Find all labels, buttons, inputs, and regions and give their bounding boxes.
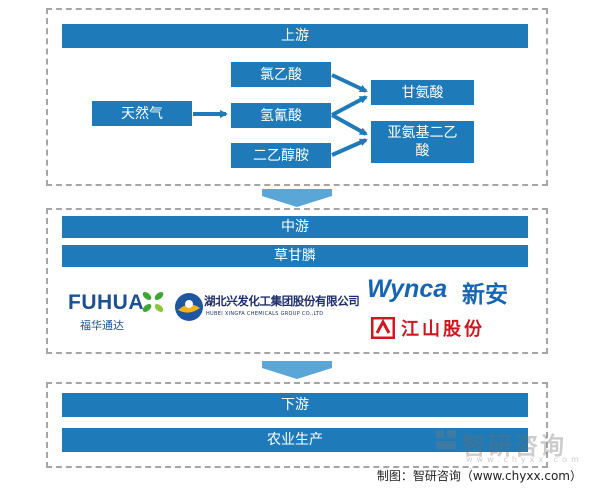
watermark: 智研咨询 www.chyxx.com	[434, 426, 599, 466]
xingfa-logo-cn: 湖北兴发化工集团股份有限公司	[204, 294, 360, 308]
midstream-product-glyphosate: 草甘膦	[62, 245, 528, 267]
source-caption: 制图：智研咨询（www.chyxx.com）	[376, 469, 582, 483]
node-diethanolamine: 二乙醇胺	[231, 143, 331, 168]
midstream-section	[46, 208, 548, 354]
arrow-dea-to-ida	[331, 138, 368, 157]
upstream-header: 上游	[62, 24, 528, 48]
watermark-logo-icon	[436, 430, 456, 449]
node-glycine: 甘氨酸	[371, 80, 474, 105]
arrow-hcn-to-glycine	[331, 95, 368, 117]
fuhua-logo: FUHUA 福华通达	[68, 289, 168, 337]
node-hydrocyanic-acid: 氢氰酸	[231, 103, 331, 128]
jiangshan-logo: 江山股份	[371, 315, 521, 341]
jiangshan-logo-cn: 江山股份	[401, 319, 485, 340]
watermark-url: www.chyxx.com	[466, 455, 583, 464]
fuhua-logo-en: FUHUA	[68, 291, 144, 314]
downstream-section	[46, 382, 548, 468]
jiangshan-emblem-icon	[371, 317, 395, 339]
node-iminodiacetic-acid: 亚氨基二乙酸	[371, 121, 474, 163]
fuhua-logo-cn: 福华通达	[80, 319, 124, 332]
arrow-hcn-to-ida	[331, 113, 368, 136]
flow-arrow-up-to-mid	[262, 189, 332, 207]
fuhua-leaf-icon	[142, 292, 164, 312]
xingfa-emblem-icon	[175, 293, 203, 321]
node-chloroacetic-acid: 氯乙酸	[231, 62, 331, 87]
arrow-chloro-to-glycine	[331, 73, 368, 93]
wynca-logo-cn: 新安	[462, 282, 508, 308]
watermark-name: 智研咨询	[462, 432, 566, 460]
wynca-logo-en: Wynca	[367, 275, 448, 303]
downstream-header: 下游	[62, 393, 528, 417]
flow-arrow-mid-to-down	[262, 361, 332, 379]
wynca-logo: Wynca 新安	[367, 275, 527, 308]
upstream-section	[46, 8, 548, 186]
xingfa-logo: 湖北兴发化工集团股份有限公司 HUBEI XINGFA CHEMICALS GR…	[174, 290, 364, 326]
node-natural-gas: 天然气	[92, 101, 192, 126]
midstream-header: 中游	[62, 216, 528, 238]
xingfa-logo-en: HUBEI XINGFA CHEMICALS GROUP CO.,LTD	[206, 311, 324, 317]
downstream-product-agriculture: 农业生产	[62, 428, 528, 452]
